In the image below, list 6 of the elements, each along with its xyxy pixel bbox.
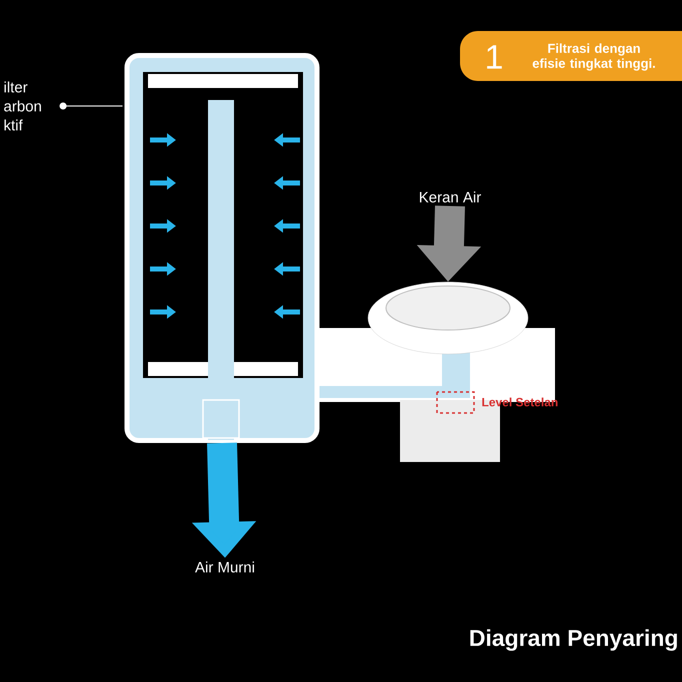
text-label: Keran Air: [420, 191, 481, 202]
banner-box: 1 Filtrasi dengan efisie tingkat tinggi.: [460, 31, 682, 81]
title: Diagram Penyaring: [470, 629, 677, 651]
text-label: Air Murni: [195, 562, 254, 572]
leader-text: ilter arbon ktif: [4, 82, 41, 130]
leader-line: [60, 102, 123, 110]
